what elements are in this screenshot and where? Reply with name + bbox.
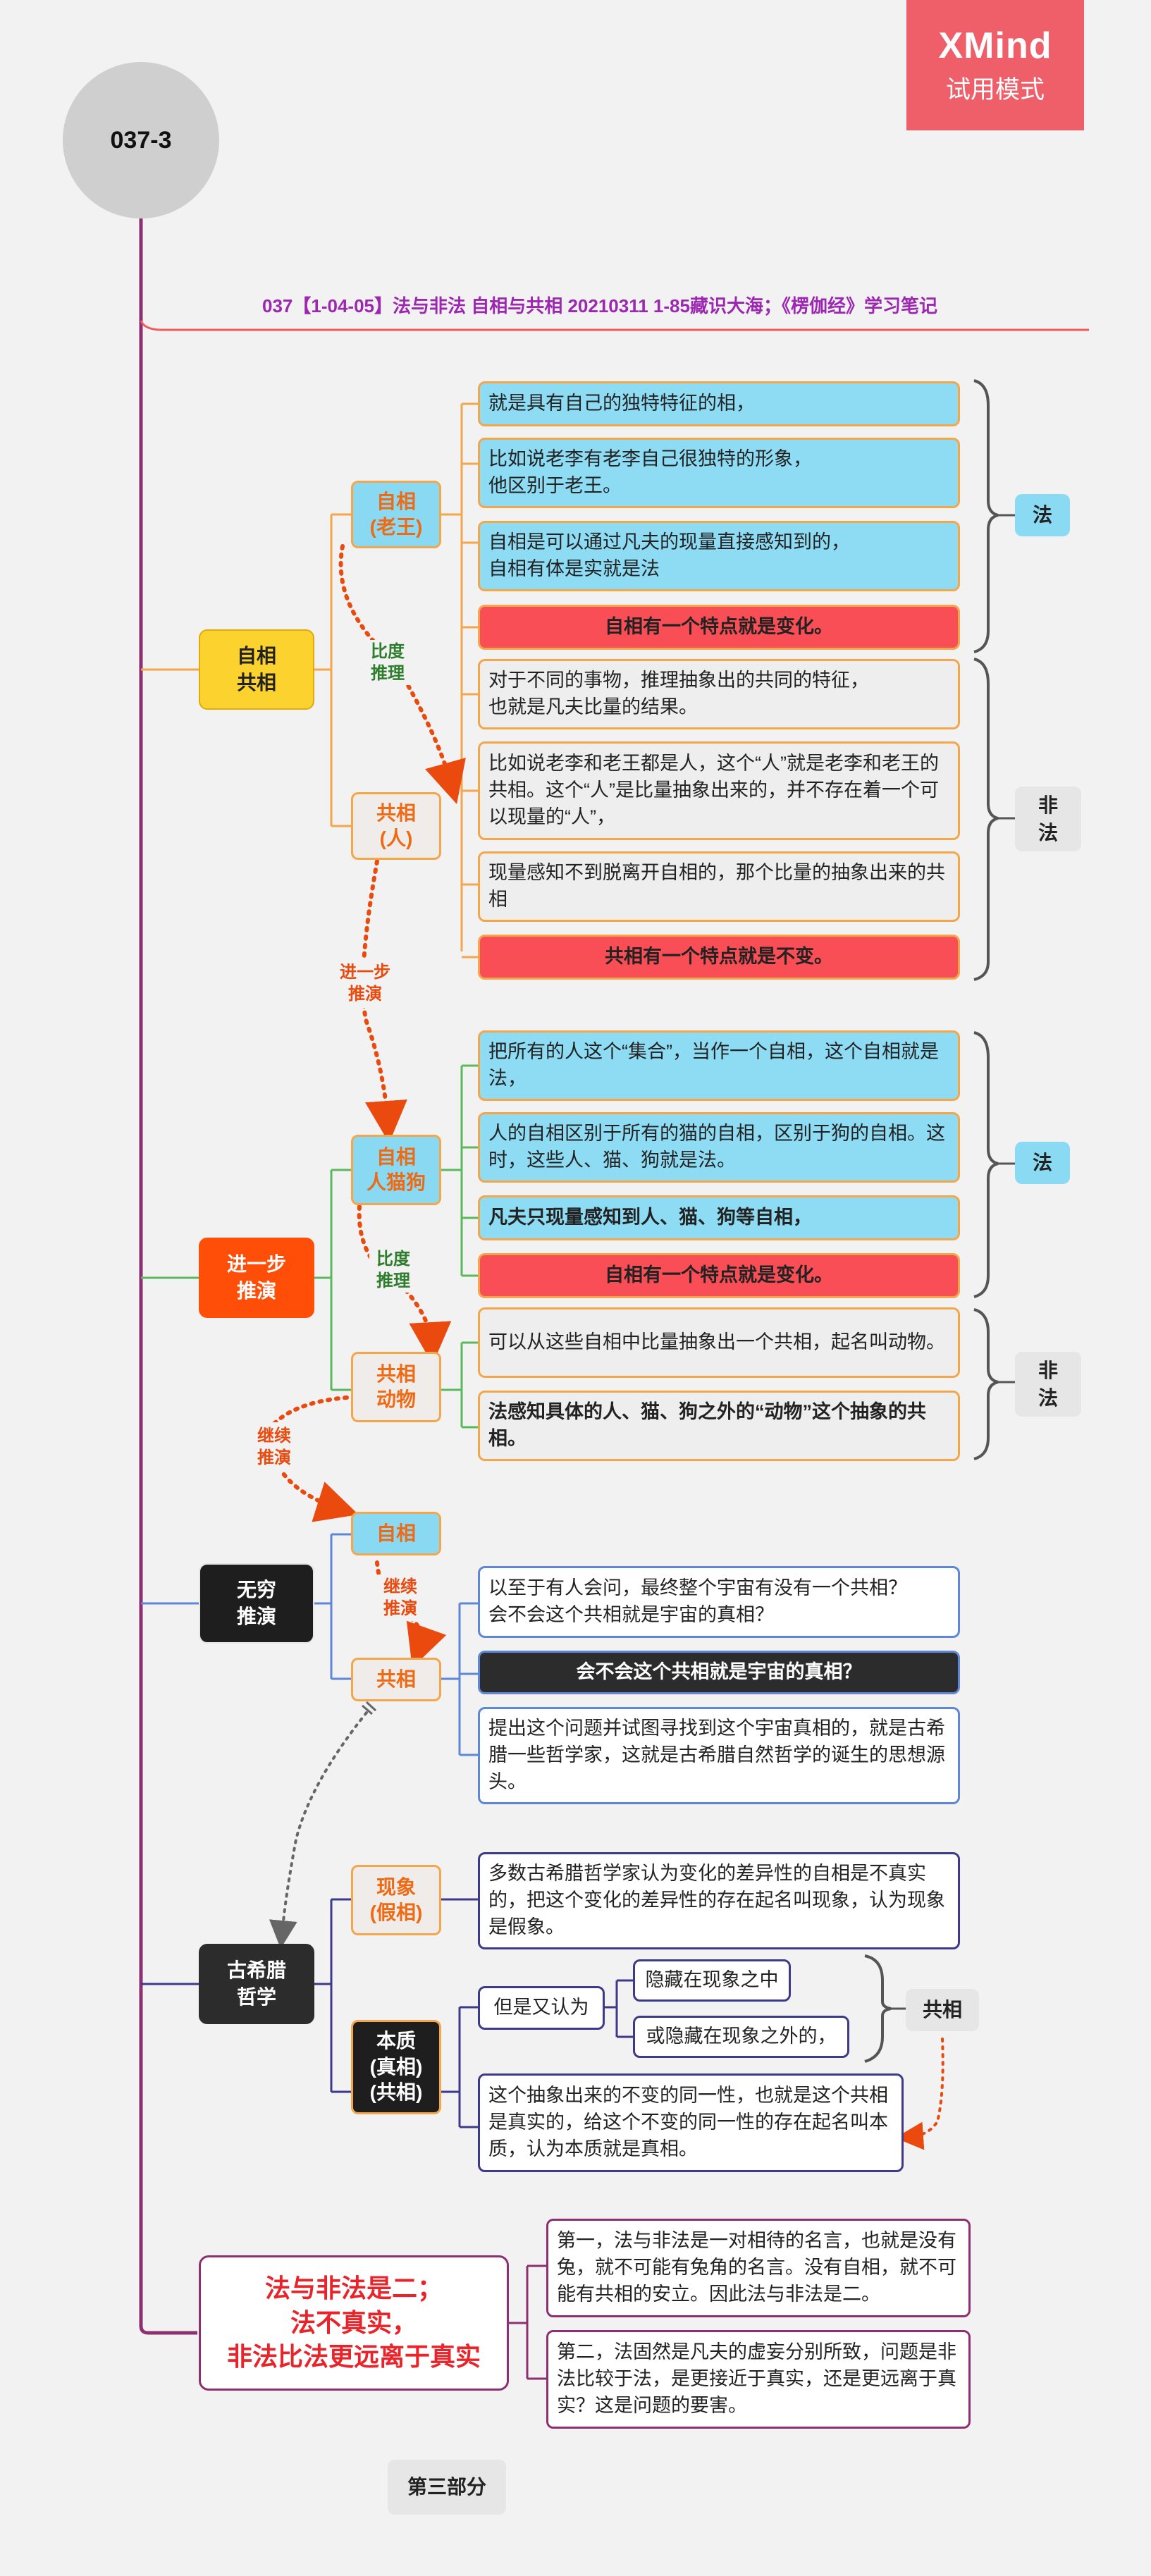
note-item: 这个抽象出来的不变的同一性，也就是这个共相是真实的，给这个不变的同一性的存在起名… — [478, 2073, 904, 2172]
xmind-logo: XMind — [938, 25, 1052, 66]
note-highlight: 自相有一个特点就是变化。 — [478, 1253, 960, 1298]
note-highlight: 自相有一个特点就是变化。 — [478, 605, 960, 650]
title-underline — [140, 320, 1089, 331]
subtopic-zixiang-laowang[interactable]: 自相 (老王) — [351, 481, 441, 548]
floating-topic-part3[interactable]: 第三部分 — [388, 2460, 506, 2515]
tag-fa: 法 — [1015, 494, 1070, 536]
note-item: 对于不同的事物，推理抽象出的共同的特征， 也就是凡夫比量的结果。 — [478, 659, 960, 729]
note-item: 第二，法固然是凡夫的虚妄分别所致，问题是非法比较于法，是更接近于真实，还是更远离… — [546, 2330, 971, 2429]
note-item: 凡夫只现量感知到人、猫、狗等自相， — [478, 1195, 960, 1240]
topic-zixiang-gongxiang[interactable]: 自相 共相 — [199, 629, 314, 710]
trunk-line — [139, 218, 197, 2335]
note-item: 比如说老李和老王都是人，这个“人”就是老李和老王的共相。这个“人”是比量抽象出来… — [478, 741, 960, 840]
mindmap-title: 037【1-04-05】法与非法 自相与共相 20210311 1-85藏识大海… — [262, 295, 937, 316]
subtopic-gongxiang[interactable]: 共相 — [351, 1658, 441, 1701]
note-item: 多数古希腊哲学家认为变化的差异性的自相是不真实的，把这个变化的差异性的存在起名叫… — [478, 1852, 960, 1949]
subtopic-zixiang[interactable]: 自相 — [351, 1512, 441, 1555]
note-highlight: 会不会这个共相就是宇宙的真相？ — [478, 1651, 960, 1694]
note-item: 人的自相区别于所有的猫的自相，区别于狗的自相。这时，这些人、猫、狗就是法。 — [478, 1112, 960, 1183]
topic-further-deduction[interactable]: 进一步 推演 — [199, 1238, 314, 1318]
note-item: 就是具有自己的独特特征的相， — [478, 381, 960, 426]
note-item: 自相是可以通过凡夫的现量直接感知到的， 自相有体是实就是法 — [478, 521, 960, 591]
root-topic[interactable]: 037-3 — [63, 62, 219, 218]
link-label: 继续 推演 — [244, 1422, 304, 1472]
link-label: 继续 推演 — [378, 1574, 423, 1621]
note-item: 把所有的人这个“集合”，当作一个自相，这个自相就是法， — [478, 1030, 960, 1101]
note-item: 或隐藏在现象之外的， — [633, 2016, 849, 2058]
subtopic-zixiang-rencatdog[interactable]: 自相 人猫狗 — [351, 1135, 441, 1205]
trial-mode-label: 试用模式 — [945, 76, 1045, 104]
subtopic-essence[interactable]: 本质 (真相) (共相) — [351, 2020, 441, 2114]
note-item: 法感知具体的人、猫、狗之外的“动物”这个抽象的共相。 — [478, 1391, 960, 1461]
note-item: 现量感知不到脱离开自相的，那个比量的抽象出来的共相 — [478, 851, 960, 922]
note-item: 隐藏在现象之中 — [633, 1959, 791, 2002]
subtopic-gongxiang-ren[interactable]: 共相 (人) — [351, 792, 441, 860]
link-label: 进一步 推演 — [328, 959, 402, 1008]
note-highlight: 共相有一个特点就是不变。 — [478, 935, 960, 980]
note-item: 但是又认为 — [478, 1986, 605, 2030]
inference-label: 比度 推理 — [364, 640, 412, 685]
topic-fa-feifa-conclusion[interactable]: 法与非法是二； 法不真实， 非法比法更远离于真实 — [199, 2255, 509, 2391]
topic-infinite-deduction[interactable]: 无穷 推演 — [199, 1563, 314, 1644]
tag-feifa: 非 法 — [1015, 787, 1081, 851]
tag-feifa: 非 法 — [1015, 1352, 1081, 1417]
subtopic-gongxiang-animal[interactable]: 共相 动物 — [351, 1352, 441, 1422]
topic-greek-philosophy[interactable]: 古希腊 哲学 — [199, 1944, 314, 2024]
subtopic-phenomenon[interactable]: 现象 (假相) — [351, 1865, 441, 1935]
tag-fa: 法 — [1015, 1142, 1070, 1184]
note-item: 提出这个问题并试图寻找到这个宇宙真相的，就是古希腊一些哲学家，这就是古希腊自然哲… — [478, 1707, 960, 1804]
tag-gongxiang: 共相 — [906, 1989, 979, 2031]
inference-label: 比度 推理 — [369, 1247, 417, 1293]
note-item: 以至于有人会问，最终整个宇宙有没有一个共相？ 会不会这个共相就是宇宙的真相？ — [478, 1566, 960, 1638]
note-item: 可以从这些自相中比量抽象出一个共相，起名叫动物。 — [478, 1307, 960, 1378]
note-item: 第一，法与非法是一对相待的名言，也就是没有兔，就不可能有兔角的名言。没有自相，就… — [546, 2219, 971, 2317]
xmind-trial-badge[interactable]: XMind 试用模式 — [906, 0, 1084, 130]
note-item: 比如说老李有老李自己很独特的形象， 他区别于老王。 — [478, 438, 960, 508]
